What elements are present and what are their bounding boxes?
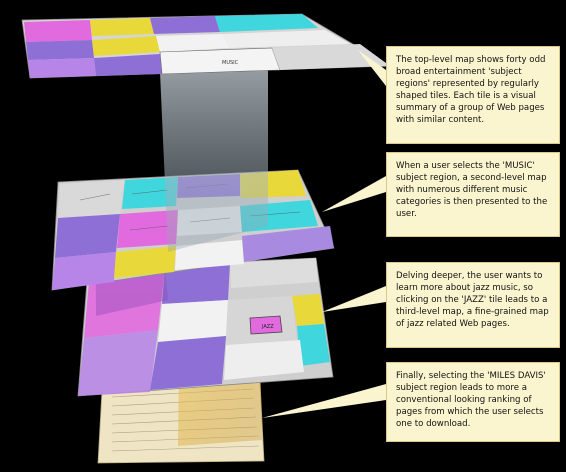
- callout-top-level: The top-level map shows forty odd broad …: [386, 46, 560, 144]
- callout-ranking: Finally, selecting the 'MILES DAVIS' sub…: [386, 362, 560, 442]
- pointer-3: [322, 286, 386, 312]
- top-level-map: MUSIC: [21, 13, 392, 79]
- callout-second-level: When a user selects the 'MUSIC' subject …: [386, 152, 560, 237]
- pointer-4: [262, 384, 386, 418]
- connection-shaft-1-2: [160, 68, 268, 252]
- pointer-1: [358, 50, 386, 86]
- music-tile-label: MUSIC: [222, 60, 239, 66]
- callout-third-level-text: Delving deeper, the user wants to learn …: [396, 271, 549, 329]
- callout-second-level-text: When a user selects the 'MUSIC' subject …: [396, 161, 548, 219]
- callout-top-level-text: The top-level map shows forty odd broad …: [396, 55, 546, 125]
- callout-ranking-text: Finally, selecting the 'MILES DAVIS' sub…: [396, 371, 546, 429]
- pointer-2: [322, 176, 386, 212]
- jazz-tile-label: JAZZ: [261, 324, 274, 330]
- callout-third-level: Delving deeper, the user wants to learn …: [386, 262, 560, 348]
